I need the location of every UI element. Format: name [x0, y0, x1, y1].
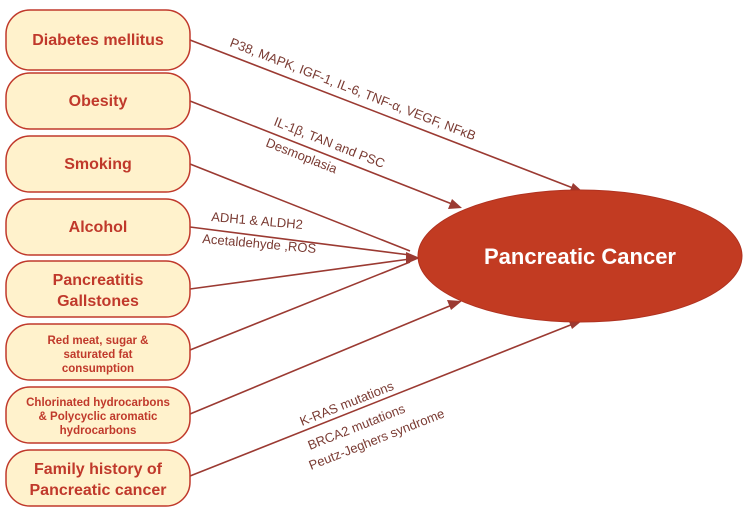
factor-smoking-box — [5, 135, 191, 193]
arrowhead-converge — [406, 252, 420, 264]
arrow-family-history — [189, 323, 574, 477]
factor-smoking-label: Smoking — [64, 156, 132, 173]
pancreatic-cancer-node: Pancreatic Cancer — [417, 189, 743, 323]
factor-alcohol: Alcohol — [5, 198, 191, 256]
arrow-chlorinated — [189, 304, 453, 415]
factor-red-meat-line-2: saturated fat — [63, 349, 132, 361]
factor-chlorinated-box — [5, 386, 191, 444]
factor-pancreatitis-box — [5, 260, 191, 318]
factor-family-history-line-2: Pancreatic cancer — [30, 482, 167, 499]
factor-diabetes-label: Diabetes mellitus — [32, 32, 164, 49]
arrowhead-chlorinated — [447, 300, 462, 310]
mechanism-alcohol-1: ADH1 & ALDH2 — [211, 209, 304, 232]
factor-chlorinated: Chlorinated hydrocarbons & Polycyclic ar… — [5, 386, 191, 444]
mechanism-diabetes: P38, MAPK, IGF-1, IL-6, TNF-α, VEGF, NFκ… — [228, 35, 478, 143]
factor-red-meat-box — [5, 323, 191, 381]
arrow-diabetes — [189, 39, 574, 189]
factor-family-history-box — [5, 449, 191, 507]
arrow-red-meat — [189, 261, 411, 351]
mechanism-alcohol-2: Acetaldehyde ,ROS — [202, 231, 317, 256]
factor-red-meat-line-3: consumption — [62, 363, 134, 375]
factor-alcohol-box — [5, 198, 191, 256]
arrow-pancreatitis — [189, 258, 411, 290]
factor-red-meat: Red meat, sugar & saturated fat consumpt… — [5, 323, 191, 381]
factor-red-meat-line-1: Red meat, sugar & — [48, 335, 149, 347]
arrow-smoking — [189, 163, 411, 252]
arrow-obesity — [189, 100, 453, 205]
factor-chlorinated-line-3: hydrocarbons — [60, 425, 137, 437]
factor-diabetes: Diabetes mellitus — [5, 9, 191, 71]
factor-diabetes-box — [5, 9, 191, 71]
factor-chlorinated-line-1: Chlorinated hydrocarbons — [26, 397, 170, 409]
risk-factors: Diabetes mellitus Obesity Smoking Alcoho… — [5, 9, 191, 507]
factor-alcohol-label: Alcohol — [69, 219, 128, 236]
pancreatic-cancer-ellipse — [417, 189, 743, 323]
pancreatic-cancer-label: Pancreatic Cancer — [484, 244, 676, 269]
factor-smoking: Smoking — [5, 135, 191, 193]
factor-gallstones-label: Gallstones — [57, 293, 139, 310]
factor-pancreatitis-label: Pancreatitis — [53, 272, 144, 289]
factor-obesity-box — [5, 72, 191, 130]
factor-chlorinated-line-2: & Polycyclic aromatic — [39, 411, 158, 423]
factor-family-history-line-1: Family history of — [34, 461, 163, 478]
factor-obesity-label: Obesity — [69, 93, 128, 110]
factor-family-history: Family history of Pancreatic cancer — [5, 449, 191, 507]
factor-pancreatitis: Pancreatitis Gallstones — [5, 260, 191, 318]
factor-obesity: Obesity — [5, 72, 191, 130]
arrow-alcohol — [189, 226, 411, 256]
arrowhead-obesity — [448, 199, 462, 209]
